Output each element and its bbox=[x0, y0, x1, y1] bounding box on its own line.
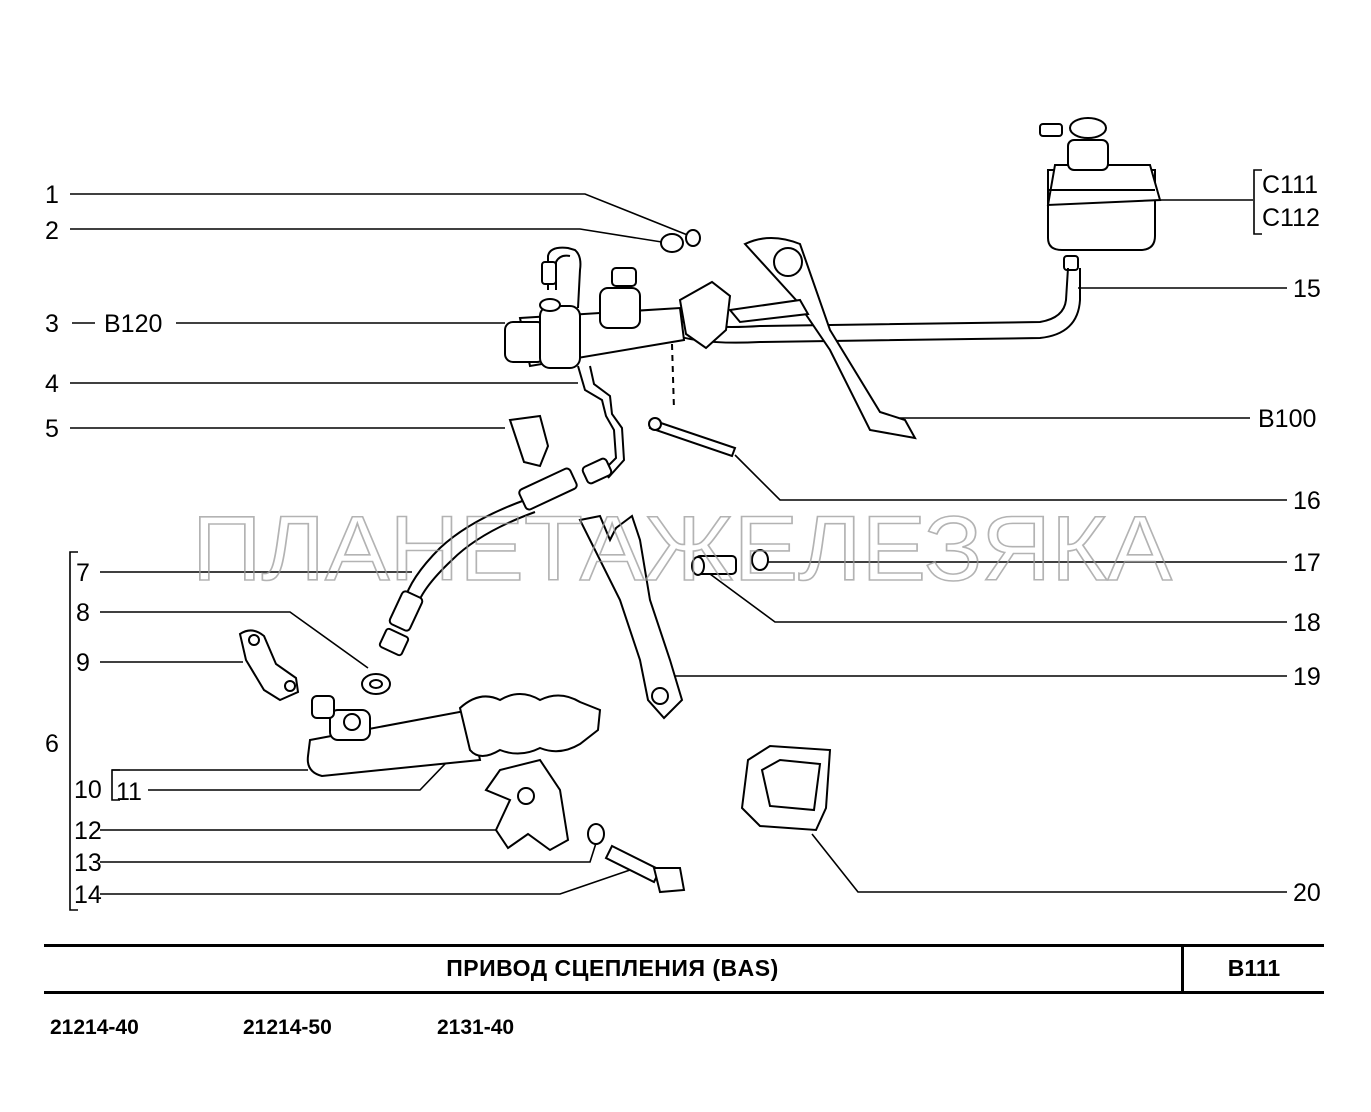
callout-19: 19 bbox=[1293, 663, 1321, 691]
callout-5: 5 bbox=[45, 415, 59, 443]
callout-1: 1 bbox=[45, 181, 59, 209]
title-divider bbox=[1181, 947, 1184, 991]
bracket-9 bbox=[238, 629, 300, 702]
callout-9: 9 bbox=[76, 649, 90, 677]
callout-2: 2 bbox=[45, 217, 59, 245]
plate-12 bbox=[484, 758, 570, 852]
parts-diagram: 1 2 3 B120 4 5 6 7 8 9 10 11 12 13 14 C1… bbox=[45, 117, 1321, 911]
model-number: 2131-40 bbox=[437, 1016, 515, 1039]
callout-14: 14 bbox=[74, 881, 102, 909]
pushrod-16 bbox=[648, 343, 737, 458]
washer-13 bbox=[587, 823, 605, 845]
callout-17: 17 bbox=[1293, 549, 1321, 577]
diagram-title: ПРИВОД СЦЕПЛЕНИЯ (BAS) bbox=[446, 955, 779, 981]
callout-8: 8 bbox=[76, 599, 90, 627]
clutch-pedal bbox=[728, 237, 917, 440]
model-number: 21214-40 bbox=[50, 1016, 139, 1039]
callout-16: 16 bbox=[1293, 487, 1321, 515]
leader-lines bbox=[69, 193, 691, 911]
reservoir-c111 bbox=[1039, 117, 1162, 271]
tube-15 bbox=[671, 267, 1081, 344]
slave-cylinder-10 bbox=[306, 693, 602, 778]
callout-18: 18 bbox=[1293, 609, 1321, 637]
watermark: ПЛАНЕТАЖЕЛЕЗЯКА bbox=[192, 498, 1173, 600]
callout-3: 3 bbox=[45, 310, 59, 338]
ref-c111: C111 bbox=[1262, 171, 1318, 199]
bolt-14 bbox=[604, 844, 686, 894]
callout-6: 6 bbox=[45, 730, 59, 758]
hose-7 bbox=[378, 467, 578, 657]
boot-20 bbox=[740, 744, 832, 832]
callout-11: 11 bbox=[116, 778, 142, 806]
callout-13: 13 bbox=[74, 849, 102, 877]
nuts-1-2 bbox=[660, 229, 701, 253]
ref-b100: B100 bbox=[1258, 405, 1316, 433]
callout-20: 20 bbox=[1293, 879, 1321, 907]
title-block: ПРИВОД СЦЕПЛЕНИЯ (BAS) B111 bbox=[44, 944, 1324, 994]
ref-c112: C112 bbox=[1262, 204, 1320, 232]
washer-8 bbox=[361, 673, 391, 695]
master-cylinder-b120 bbox=[504, 267, 732, 369]
ball-pin-18 bbox=[691, 549, 769, 576]
callout-4: 4 bbox=[45, 370, 59, 398]
fork-19 bbox=[578, 514, 684, 720]
clip-5 bbox=[508, 414, 550, 468]
ref-b120: B120 bbox=[104, 310, 162, 338]
callout-7: 7 bbox=[76, 559, 90, 587]
pipe-4 bbox=[541, 246, 626, 485]
model-number: 21214-50 bbox=[243, 1016, 332, 1039]
callout-labels: 1 2 3 B120 4 5 6 7 8 9 10 11 12 13 14 C1… bbox=[45, 171, 1321, 909]
leader-lines-right bbox=[675, 169, 1287, 893]
callout-15: 15 bbox=[1293, 275, 1321, 303]
callout-12: 12 bbox=[74, 817, 102, 845]
diagram-code: B111 bbox=[1227, 955, 1281, 981]
callout-10: 10 bbox=[74, 776, 102, 804]
